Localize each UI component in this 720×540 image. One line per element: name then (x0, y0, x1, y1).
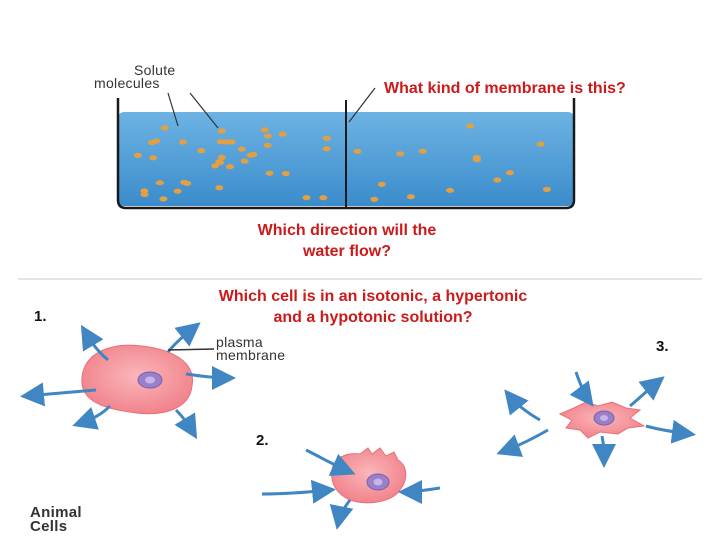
solute-dot (215, 159, 224, 165)
solute-dot (227, 139, 236, 145)
animal-cells-caption: Animal Cells (30, 504, 120, 535)
cell-3-arrow (569, 371, 594, 407)
cell-number-1: 1. (34, 308, 47, 325)
solute-dot (159, 196, 168, 202)
solute-dot (215, 185, 224, 191)
solute-dot (260, 127, 269, 133)
cell-number-2: 2. (256, 432, 269, 449)
cell-2-arrow (329, 499, 354, 530)
solute-dot (536, 141, 545, 147)
beaker (116, 87, 576, 210)
cell-1-arrow (166, 322, 201, 353)
solution-question: Which cell is in an isotonic, a hyperton… (178, 286, 568, 328)
cell-2-body (331, 447, 407, 504)
solute-dot (322, 146, 331, 152)
solute-dot (319, 195, 328, 201)
solute-dot (178, 139, 187, 145)
solute-dot (240, 158, 249, 164)
animal-cell-1 (20, 322, 236, 440)
cell-1-arrow (20, 382, 97, 407)
plasma-membrane-pointer (167, 348, 215, 351)
solute-label: Solute molecules (94, 62, 204, 91)
cell-1-arrow (72, 404, 112, 430)
solute-dot (353, 148, 362, 154)
plasma-label-line1: plasma (216, 334, 263, 350)
caption-line2: Cells (30, 518, 68, 535)
solute-dot (406, 194, 415, 200)
plasma-label-line2: membrane (216, 347, 286, 363)
solute-dot (249, 151, 258, 158)
solute-dot (396, 151, 405, 157)
flow-question: Which direction will the water flow? (222, 220, 472, 262)
caption-line1: Animal (30, 504, 82, 521)
solute-dot (265, 170, 274, 176)
cell-1-arrow (80, 324, 109, 362)
cell-3-arrow (504, 389, 541, 422)
solute-dot (160, 125, 169, 131)
animal-cell-2 (261, 447, 441, 530)
animal-cell-3 (496, 371, 696, 468)
cell-1-body (81, 344, 193, 415)
solute-dot (197, 148, 206, 154)
solute-dot (263, 133, 272, 139)
solute-dot (506, 170, 514, 176)
solute-dot (542, 186, 551, 192)
cell-3-arrow (629, 376, 665, 408)
solute-dot (370, 196, 379, 202)
solute-dot (155, 180, 164, 186)
membrane-pointer-line (348, 87, 376, 123)
solute-dot (466, 123, 475, 129)
solute-dot (418, 148, 427, 154)
solution-question-line2: and a hypotonic solution? (273, 309, 473, 326)
solute-dot (217, 128, 226, 134)
solute-dot (133, 152, 142, 158)
plasma-membrane-label: plasma membrane (216, 334, 336, 363)
solute-dot (211, 163, 220, 169)
solute-dot (140, 191, 149, 197)
solute-dot (149, 155, 158, 161)
flow-question-line2: water flow? (302, 243, 391, 260)
membrane-question: What kind of membrane is this? (384, 80, 626, 97)
solute-pointer-line-1 (167, 92, 179, 127)
flow-question-line1: Which direction will the (257, 222, 437, 239)
cell-1-arrow (185, 365, 236, 390)
solute-dot (278, 131, 287, 137)
solute-dot (217, 154, 226, 160)
solute-dot (237, 146, 246, 152)
solute-dot (221, 139, 230, 145)
cell-2-arrow (305, 448, 356, 476)
cell-2-arrow (398, 479, 441, 504)
solute-dot (180, 179, 189, 185)
solute-pointer-line-2 (189, 92, 219, 129)
cell-number-3: 3. (656, 338, 669, 355)
cell-3-arrow (645, 419, 696, 444)
solute-dot (281, 171, 290, 177)
solution-question-line1: Which cell is in an isotonic, a hyperton… (218, 288, 528, 305)
solute-label-line2: molecules (94, 75, 160, 91)
solute-molecules (133, 123, 551, 202)
solute-label-line1: Solute (134, 62, 176, 78)
solute-dot (173, 188, 182, 194)
solute-dot (493, 177, 502, 183)
solute-dot (302, 195, 311, 201)
cell-1-arrow (174, 408, 198, 440)
solute-dot (226, 164, 234, 170)
solute-dot (263, 142, 272, 148)
solute-dot (446, 187, 454, 193)
cell-3-arrow (496, 428, 549, 457)
solute-dot (152, 138, 161, 144)
solute-dot (473, 157, 481, 163)
solute-dot (377, 181, 386, 187)
solute-dot (322, 135, 331, 141)
cell-2-arrow (261, 479, 336, 504)
cell-3-arrow (591, 435, 616, 468)
